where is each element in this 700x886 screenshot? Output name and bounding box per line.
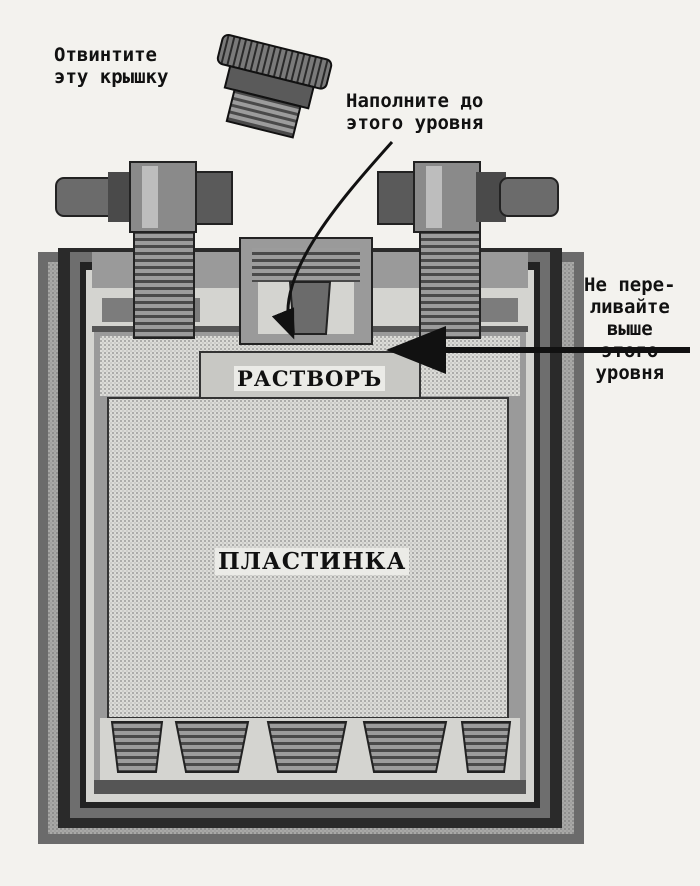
plate-label: ПЛАСТИНКА: [215, 548, 410, 575]
bottom-supports: [94, 718, 526, 794]
unscrew-cap-label: Отвинтите эту крышку: [54, 44, 169, 88]
terminal-left: [55, 161, 233, 339]
fill-level-arrow: [271, 140, 394, 340]
solution-label: РАСТВОРЪ: [234, 366, 386, 391]
overfill-warning-label: Не пере- ливайте выше этого уровня: [584, 274, 676, 384]
fill-level-label: Наполните до этого уровня: [346, 90, 484, 134]
terminal-right: [377, 161, 559, 339]
filler-cap: [216, 33, 333, 139]
